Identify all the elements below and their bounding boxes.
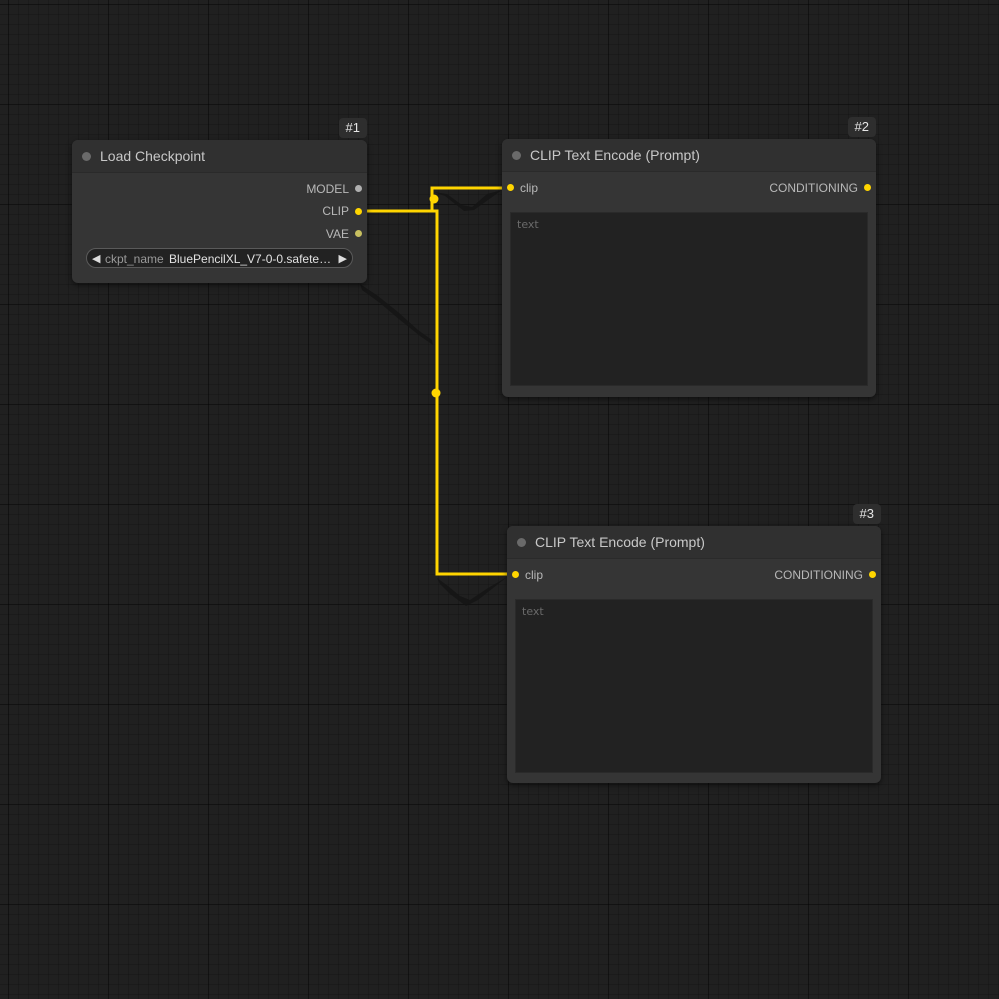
output-label-conditioning: CONDITIONING — [769, 181, 858, 195]
output-vae-dot-icon[interactable] — [355, 230, 362, 237]
triangle-left-icon[interactable]: ◀ — [92, 253, 101, 265]
output-conditioning-dot-icon[interactable] — [869, 571, 876, 578]
node-title-bar[interactable]: CLIP Text Encode (Prompt) — [507, 526, 881, 559]
collapse-toggle-icon[interactable] — [517, 538, 526, 547]
node-id-badge: #2 — [847, 117, 876, 137]
triangle-right-icon[interactable]: ▶ — [338, 253, 347, 265]
node-title: Load Checkpoint — [100, 148, 206, 164]
output-label-vae: VAE — [325, 227, 349, 241]
output-label-model: MODEL — [306, 182, 349, 196]
input-clip-dot-icon[interactable] — [507, 184, 514, 191]
output-slot-conditioning[interactable]: CONDITIONING — [769, 179, 858, 197]
prompt-text-input[interactable] — [515, 599, 873, 773]
node-title: CLIP Text Encode (Prompt) — [530, 147, 700, 163]
output-model-dot-icon[interactable] — [355, 185, 362, 192]
output-clip-dot-icon[interactable] — [355, 208, 362, 215]
combo-value: BluePencilXL_V7-0-0.safete… — [169, 252, 332, 266]
output-slot-conditioning[interactable]: CONDITIONING — [774, 566, 863, 584]
ckpt-name-combo[interactable]: ◀ ckpt_name BluePencilXL_V7-0-0.safete… … — [86, 248, 353, 268]
node-clip-text-encode-2[interactable]: #2 CLIP Text Encode (Prompt) clip CONDIT… — [502, 117, 876, 397]
input-label-clip: clip — [520, 181, 539, 195]
collapse-toggle-icon[interactable] — [82, 152, 91, 161]
node-title-bar[interactable]: CLIP Text Encode (Prompt) — [502, 139, 876, 172]
output-slot-model[interactable]: MODEL — [306, 180, 349, 198]
node-title: CLIP Text Encode (Prompt) — [535, 534, 705, 550]
node-title-bar[interactable]: Load Checkpoint — [72, 140, 367, 173]
collapse-toggle-icon[interactable] — [512, 151, 521, 160]
input-clip-dot-icon[interactable] — [512, 571, 519, 578]
output-label-conditioning: CONDITIONING — [774, 568, 863, 582]
output-slot-vae[interactable]: VAE — [326, 225, 349, 243]
node-load-checkpoint[interactable]: #1 Load Checkpoint MODEL CLIP VAE ◀ ckpt… — [72, 118, 367, 283]
node-clip-text-encode-3[interactable]: #3 CLIP Text Encode (Prompt) clip CONDIT… — [507, 504, 881, 783]
combo-label: ckpt_name — [105, 252, 164, 266]
input-label-clip: clip — [525, 568, 544, 582]
input-slot-clip[interactable]: clip — [520, 179, 538, 197]
input-slot-clip[interactable]: clip — [525, 566, 543, 584]
output-conditioning-dot-icon[interactable] — [864, 184, 871, 191]
node-id-badge: #1 — [338, 118, 367, 138]
output-slot-clip[interactable]: CLIP — [322, 202, 349, 220]
prompt-text-input[interactable] — [510, 212, 868, 386]
node-id-badge: #3 — [852, 504, 881, 524]
output-label-clip: CLIP — [322, 204, 349, 218]
